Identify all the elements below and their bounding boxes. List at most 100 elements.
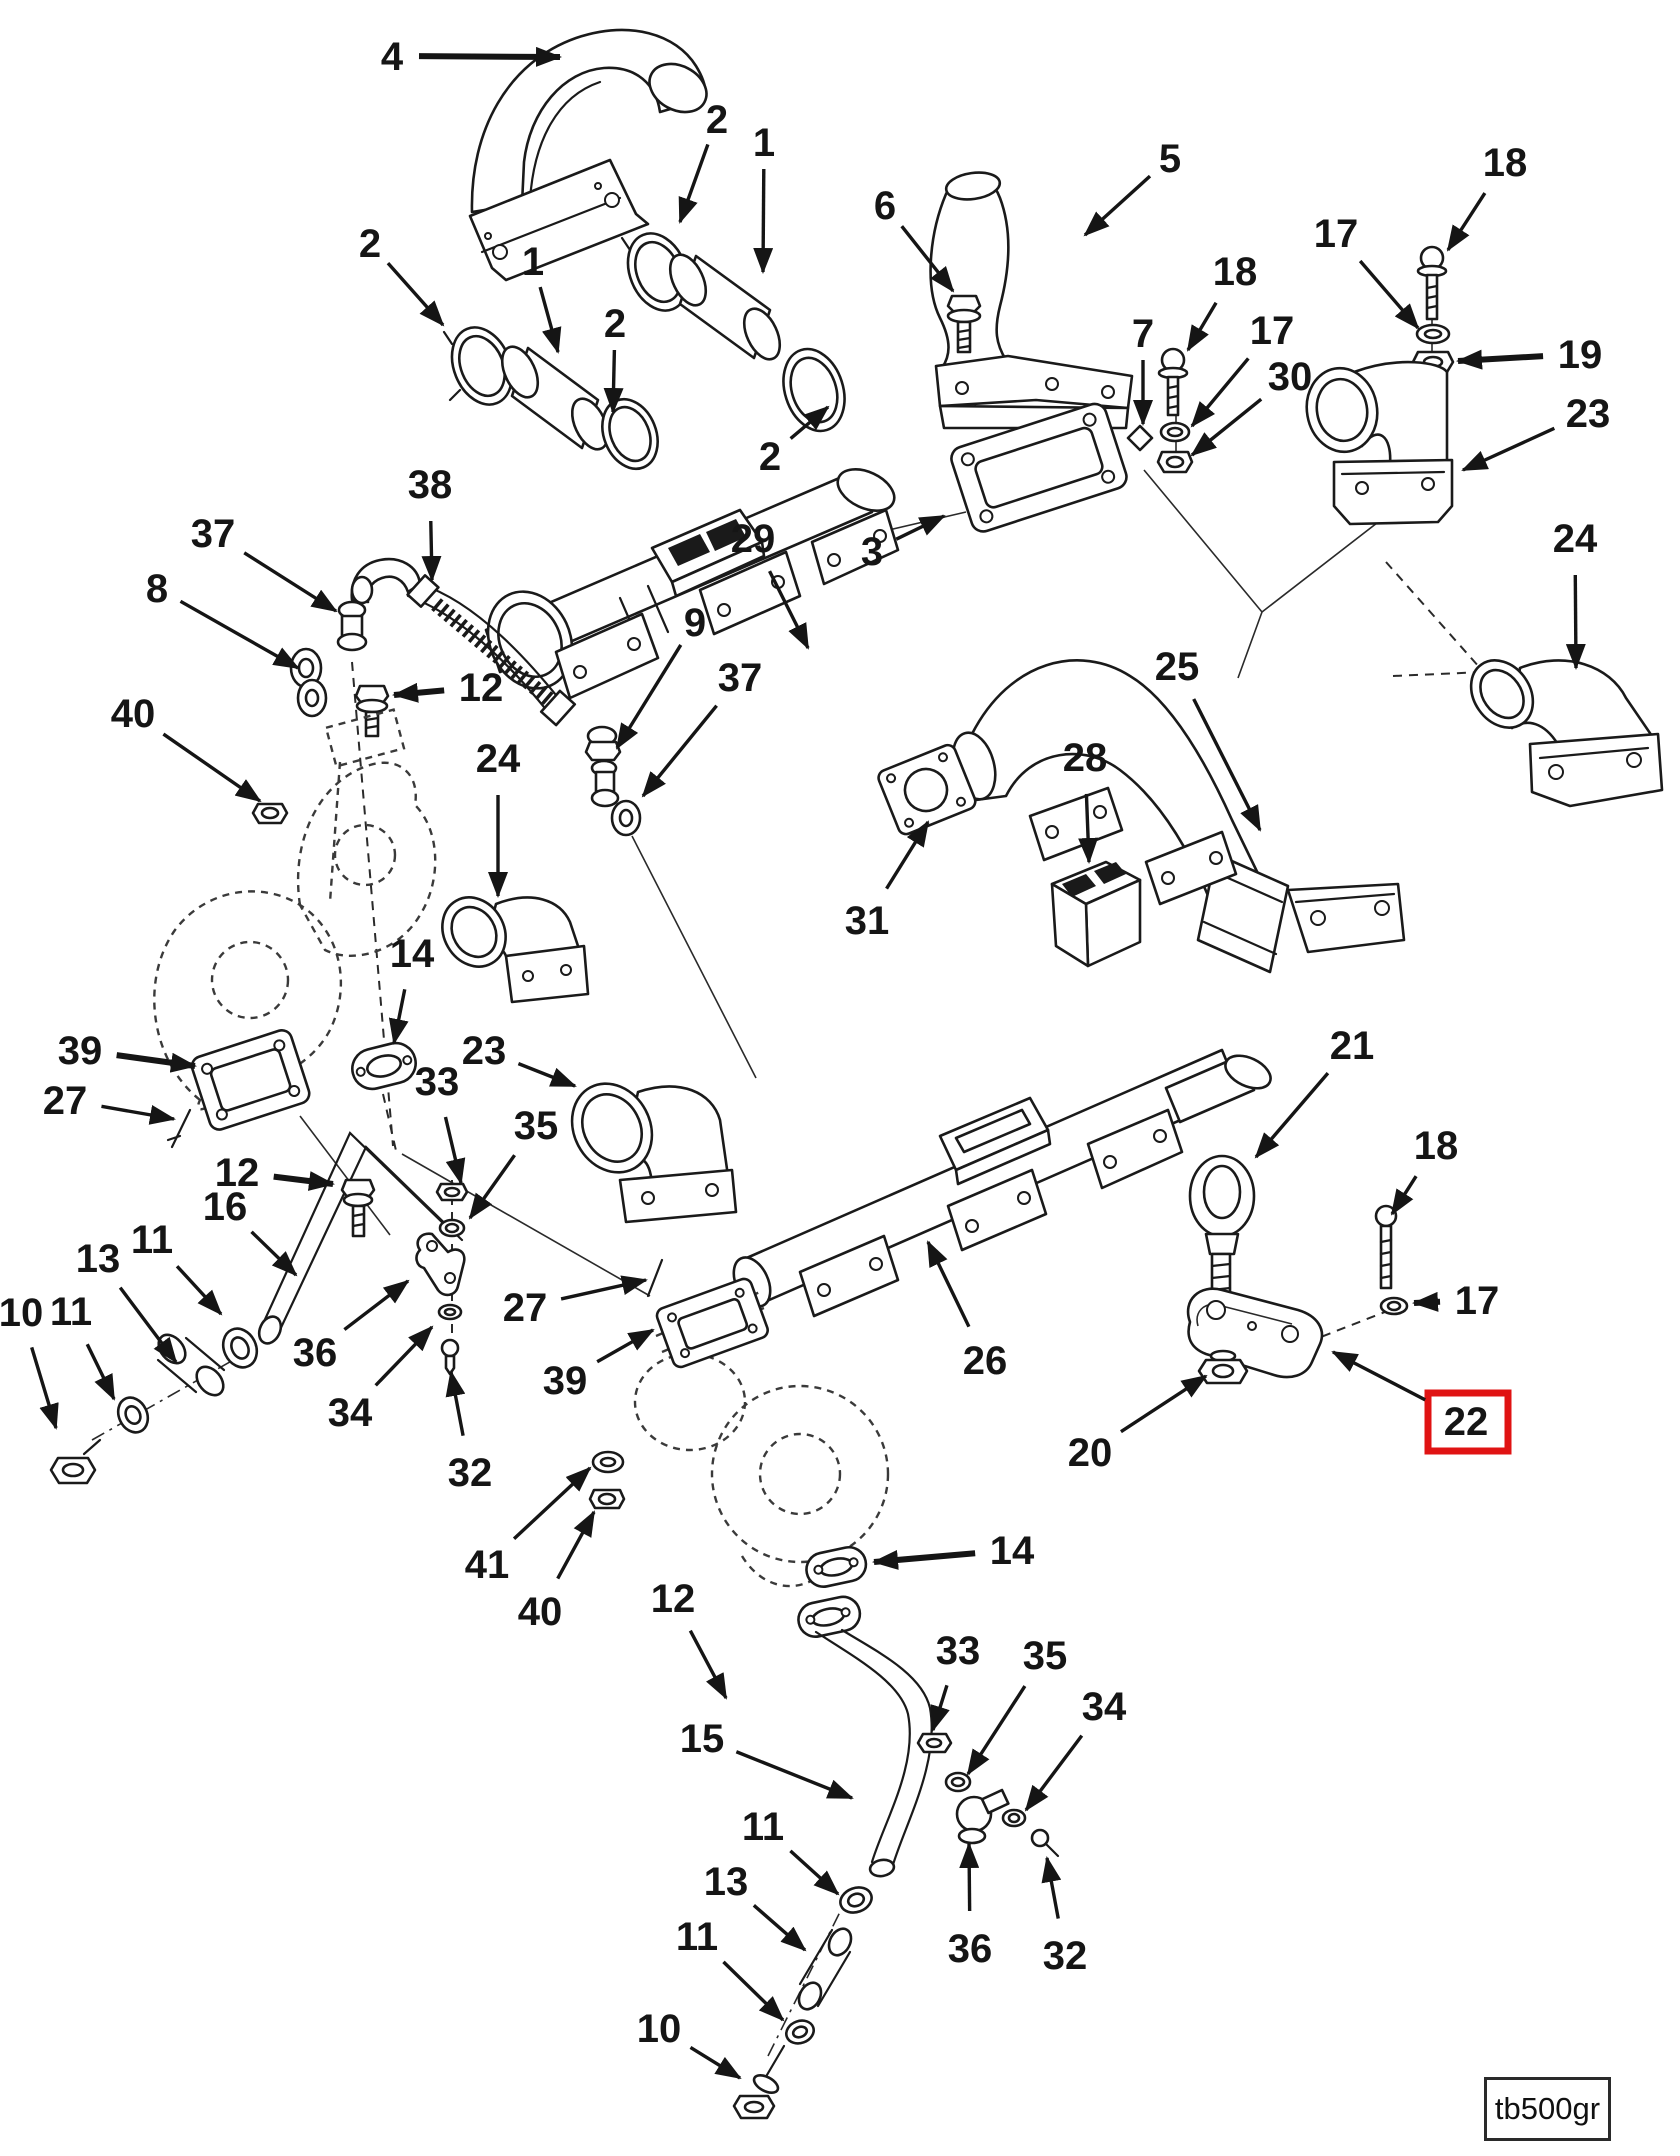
callout-label-27: 27	[43, 1079, 88, 1123]
callout-22-60: 22	[1331, 1350, 1488, 1444]
callout-arrow	[468, 1154, 516, 1220]
callout-36-66: 36	[948, 1842, 993, 1971]
callout-label-17: 17	[1250, 309, 1295, 353]
callout-32-45: 32	[445, 1370, 492, 1495]
callout-13-53: 13	[704, 1860, 807, 1952]
callout-11-52: 11	[742, 1805, 840, 1896]
callout-1-4: 1	[522, 240, 562, 354]
callout-label-24: 24	[476, 737, 521, 781]
callout-39-33: 39	[58, 1029, 197, 1073]
part-spacer-13-first	[156, 1333, 226, 1397]
callout-label-39: 39	[543, 1359, 588, 1403]
callout-label-27: 27	[503, 1286, 548, 1330]
part-water-transfer-elbow-24-left	[441, 896, 590, 1004]
callout-24-13: 24	[1553, 517, 1598, 670]
part-drain-gasket-14-lower	[805, 1545, 868, 1588]
callout-label-36: 36	[948, 1927, 993, 1971]
callout-21-57: 21	[1254, 1024, 1374, 1159]
callout-arrow	[1186, 301, 1218, 352]
callout-label-1: 1	[753, 121, 775, 165]
callout-18-14: 18	[1186, 250, 1257, 352]
callout-arrow	[926, 1240, 971, 1328]
part-capscrew-18-middle	[1157, 347, 1189, 417]
callout-34-65: 34	[1024, 1685, 1127, 1812]
callout-20-61: 20	[1068, 1374, 1208, 1475]
callout-3-18: 3	[861, 514, 946, 574]
part-banjo-screw-12-left	[340, 1178, 376, 1238]
callout-label-14: 14	[390, 932, 435, 976]
callout-label-11: 11	[50, 1290, 92, 1334]
callout-34-44: 34	[328, 1325, 434, 1435]
callout-label-12: 12	[651, 1577, 696, 1621]
callout-label-37: 37	[718, 656, 763, 700]
callout-12-31: 12	[215, 1151, 335, 1195]
callout-arrow	[1412, 1291, 1441, 1312]
part-bracket-36-left	[415, 1232, 466, 1297]
callout-arrow	[753, 168, 774, 274]
callout-label-7: 7	[1132, 312, 1154, 356]
callout-arrow	[1390, 1175, 1418, 1216]
callout-arrow	[966, 1685, 1027, 1776]
callout-27-34: 27	[43, 1079, 176, 1125]
callout-40-29: 40	[111, 692, 262, 803]
part-washer-17-bottom	[1379, 1296, 1409, 1316]
part-capscrew-6	[946, 294, 982, 354]
callout-label-31: 31	[845, 899, 890, 943]
callout-label-35: 35	[1023, 1634, 1068, 1678]
callout-arrow	[1078, 793, 1099, 864]
callout-arrow	[250, 1230, 298, 1277]
callout-11-39: 11	[131, 1218, 223, 1316]
part-water-outlet-elbow-23-left	[570, 1082, 738, 1224]
callout-arrow	[1190, 357, 1250, 428]
callout-23-36: 23	[462, 1029, 577, 1088]
callout-arrow	[1358, 259, 1420, 330]
callout-arrow	[895, 514, 946, 541]
part-washer-41	[591, 1450, 625, 1474]
callout-arrow	[689, 2045, 742, 2080]
part-hose-clamp-2-second	[620, 232, 690, 312]
part-drain-gasket-14-upper	[351, 1041, 417, 1091]
callout-17-15: 17	[1190, 309, 1295, 428]
callout-38-23: 38	[408, 463, 452, 582]
callout-arrow	[930, 1684, 950, 1732]
callout-17-59: 17	[1412, 1279, 1499, 1323]
callout-label-11: 11	[131, 1218, 173, 1262]
callout-14-35: 14	[388, 932, 435, 1045]
callout-label-39: 39	[58, 1029, 103, 1073]
callout-9-27: 9	[615, 601, 706, 750]
callout-label-3: 3	[861, 530, 883, 574]
part-exhaust-manifold-29	[484, 468, 900, 700]
part-dowel-pin-27-lower	[646, 1258, 664, 1298]
callout-label-19: 19	[1558, 333, 1603, 377]
callout-label-1: 1	[522, 240, 544, 284]
callout-arrow	[118, 1286, 178, 1364]
callout-arrow	[386, 262, 445, 327]
callout-label-29: 29	[731, 517, 776, 561]
callout-label-2: 2	[706, 98, 728, 142]
part-turbo-gasket-39-upper	[190, 1028, 311, 1131]
callout-arrow	[179, 599, 300, 670]
callout-label-24: 24	[1553, 517, 1598, 561]
part-washer-35-left	[438, 1218, 466, 1238]
callout-6-8: 6	[874, 184, 955, 293]
callout-arrow	[388, 988, 409, 1045]
callout-label-11: 11	[676, 1915, 718, 1959]
part-elbow-fitting-36-right	[955, 1788, 1010, 1845]
part-connector-37-upper	[336, 600, 368, 652]
callout-2-3: 2	[359, 222, 445, 327]
callout-label-17: 17	[1314, 212, 1359, 256]
callout-arrow	[1456, 349, 1544, 370]
callout-arrow	[752, 1904, 807, 1952]
callout-24-30: 24	[476, 737, 521, 898]
callout-37-28: 37	[641, 656, 763, 798]
callout-13-40: 13	[76, 1237, 178, 1364]
callout-12-26: 12	[392, 666, 503, 710]
callout-19-11: 19	[1456, 333, 1603, 377]
part-washer-34-right	[1001, 1808, 1027, 1828]
part-oil-supply-hose-38	[350, 557, 577, 727]
part-banjo-union-8	[289, 647, 328, 718]
callout-label-26: 26	[963, 1339, 1008, 1383]
part-screw-32-left	[440, 1338, 460, 1376]
